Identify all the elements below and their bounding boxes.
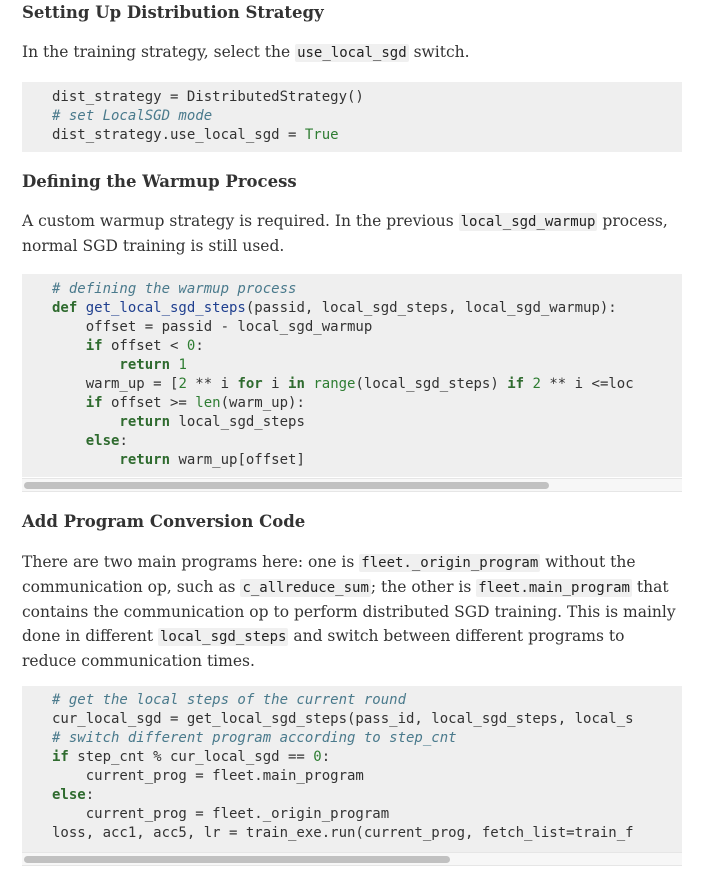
paragraph: A custom warmup strategy is required. In…: [22, 209, 682, 258]
code-line: cur_local_sgd = get_local_sgd_steps(pass…: [52, 710, 682, 729]
code-line: else:: [52, 786, 682, 805]
code-token: cur_local_sgd = get_local_sgd_steps(pass…: [52, 711, 634, 727]
code-token: for: [237, 376, 263, 392]
code-block: # defining the warmup process def get_loc…: [22, 274, 682, 477]
inline-code: c_allreduce_sum: [240, 579, 371, 597]
scrollbar-thumb[interactable]: [24, 482, 549, 489]
inline-code: local_sgd_warmup: [458, 213, 598, 231]
heading-warmup-process: Defining the Warmup Process: [22, 172, 297, 191]
inline-code: fleet.main_program: [476, 579, 632, 597]
code-token: i: [262, 376, 289, 392]
code-line: # set LocalSGD mode: [52, 107, 682, 126]
paragraph-text: ; the other is: [370, 578, 477, 596]
code-token: :: [321, 749, 331, 765]
code-token: 0: [313, 749, 322, 765]
code-token: current_prog = fleet.main_program: [52, 768, 364, 784]
code-token: offset = passid - local_sgd_warmup: [52, 319, 373, 335]
inline-code: use_local_sgd: [295, 44, 409, 62]
code-token: range: [313, 376, 356, 392]
code-token: (passid, local_sgd_steps, local_sgd_warm…: [245, 300, 617, 316]
paragraph-text: switch.: [408, 43, 470, 61]
code-token: ** i <=loc: [540, 376, 634, 392]
inline-code: local_sgd_steps: [158, 628, 289, 646]
code-token: if: [507, 376, 525, 392]
code-token: step_cnt % cur_local_sgd ==: [68, 749, 314, 765]
paragraph-text: that contains the communication op to pe…: [22, 578, 676, 645]
code-token: warm_up[offset]: [170, 452, 305, 468]
code-line: # get the local steps of the current rou…: [52, 691, 682, 710]
code-token: local_sgd_steps: [170, 414, 305, 430]
scrollbar-thumb[interactable]: [24, 856, 451, 863]
paragraph-text: There are two main programs here: one is: [22, 553, 360, 571]
heading-distribution-strategy: Setting Up Distribution Strategy: [22, 3, 324, 22]
paragraph-text: In the training strategy, select the: [22, 43, 296, 61]
code-token: else: [52, 787, 86, 803]
code-token: in: [288, 376, 305, 392]
code-line: offset = passid - local_sgd_warmup: [52, 318, 682, 337]
code-token: current_prog = fleet._origin_program: [52, 806, 390, 822]
code-line: if offset < 0:: [52, 337, 682, 356]
code-token: # defining the warmup process: [52, 281, 297, 297]
code-token: # switch different program according to …: [52, 730, 457, 746]
code-line: return 1: [52, 356, 682, 375]
code-line: # switch different program according to …: [52, 729, 682, 748]
code-token: 1: [178, 357, 187, 373]
code-line: current_prog = fleet._origin_program: [52, 805, 682, 824]
code-line: if offset >= len(warm_up):: [52, 394, 682, 413]
code-line: # defining the warmup process: [52, 280, 682, 299]
heading-program-conversion: Add Program Conversion Code: [22, 512, 306, 531]
paragraph-text: and switch between different programs to…: [22, 627, 625, 670]
inline-code: fleet._origin_program: [359, 554, 541, 572]
code-token: len: [195, 395, 221, 411]
code-block: dist_strategy = DistributedStrategy() # s…: [22, 82, 682, 152]
code-token: :: [119, 433, 128, 449]
code-token: if: [52, 338, 103, 354]
horizontal-scrollbar[interactable]: [22, 478, 682, 492]
code-token: offset >=: [102, 395, 196, 411]
code-token: # set LocalSGD mode: [52, 108, 213, 124]
code-line: if step_cnt % cur_local_sgd == 0:: [52, 748, 682, 767]
code-token: 2: [178, 376, 187, 392]
code-line: current_prog = fleet.main_program: [52, 767, 682, 786]
code-token: get_local_sgd_steps: [85, 300, 246, 316]
paragraph: There are two main programs here: one is…: [22, 550, 682, 673]
paragraph-text: A custom warmup strategy is required. In…: [22, 212, 459, 230]
code-token: if: [52, 749, 69, 765]
code-token: 2: [532, 376, 541, 392]
code-token: if: [52, 395, 103, 411]
code-token: return: [52, 357, 179, 373]
code-token: (local_sgd_steps): [355, 376, 508, 392]
code-token: loss, acc1, acc5, lr = train_exe.run(cur…: [52, 825, 634, 841]
code-token: dist_strategy = DistributedStrategy(): [52, 89, 364, 105]
code-line: loss, acc1, acc5, lr = train_exe.run(cur…: [52, 824, 682, 843]
paragraph: In the training strategy, select the use…: [22, 40, 682, 65]
code-token: (warm_up):: [220, 395, 305, 411]
code-line: return warm_up[offset]: [52, 451, 682, 470]
code-token: return: [52, 414, 171, 430]
code-block: # get the local steps of the current rou…: [22, 686, 682, 852]
code-line: else:: [52, 432, 682, 451]
horizontal-scrollbar[interactable]: [22, 852, 682, 866]
code-token: def: [52, 300, 86, 316]
code-line: def get_local_sgd_steps(passid, local_sg…: [52, 299, 682, 318]
code-token: :: [85, 787, 95, 803]
code-token: # get the local steps of the current rou…: [52, 692, 407, 708]
code-token: warm_up = [: [52, 376, 179, 392]
paragraph-text: process, normal SGD training is still us…: [22, 212, 668, 255]
code-token: offset <: [102, 338, 187, 354]
code-line: dist_strategy = DistributedStrategy(): [52, 88, 682, 107]
code-token: dist_strategy.use_local_sgd =: [52, 127, 305, 143]
code-token: :: [195, 338, 204, 354]
code-token: 0: [186, 338, 196, 354]
code-token: True: [304, 127, 339, 143]
code-line: warm_up = [2 ** i for i in range(local_s…: [52, 375, 682, 394]
code-line: return local_sgd_steps: [52, 413, 682, 432]
code-token: else: [52, 433, 120, 449]
code-token: return: [52, 452, 171, 468]
paragraph-text: without the communication op, such as: [22, 553, 636, 596]
code-token: [524, 376, 532, 392]
code-line: dist_strategy.use_local_sgd = True: [52, 126, 682, 145]
code-token: ** i: [186, 376, 238, 392]
